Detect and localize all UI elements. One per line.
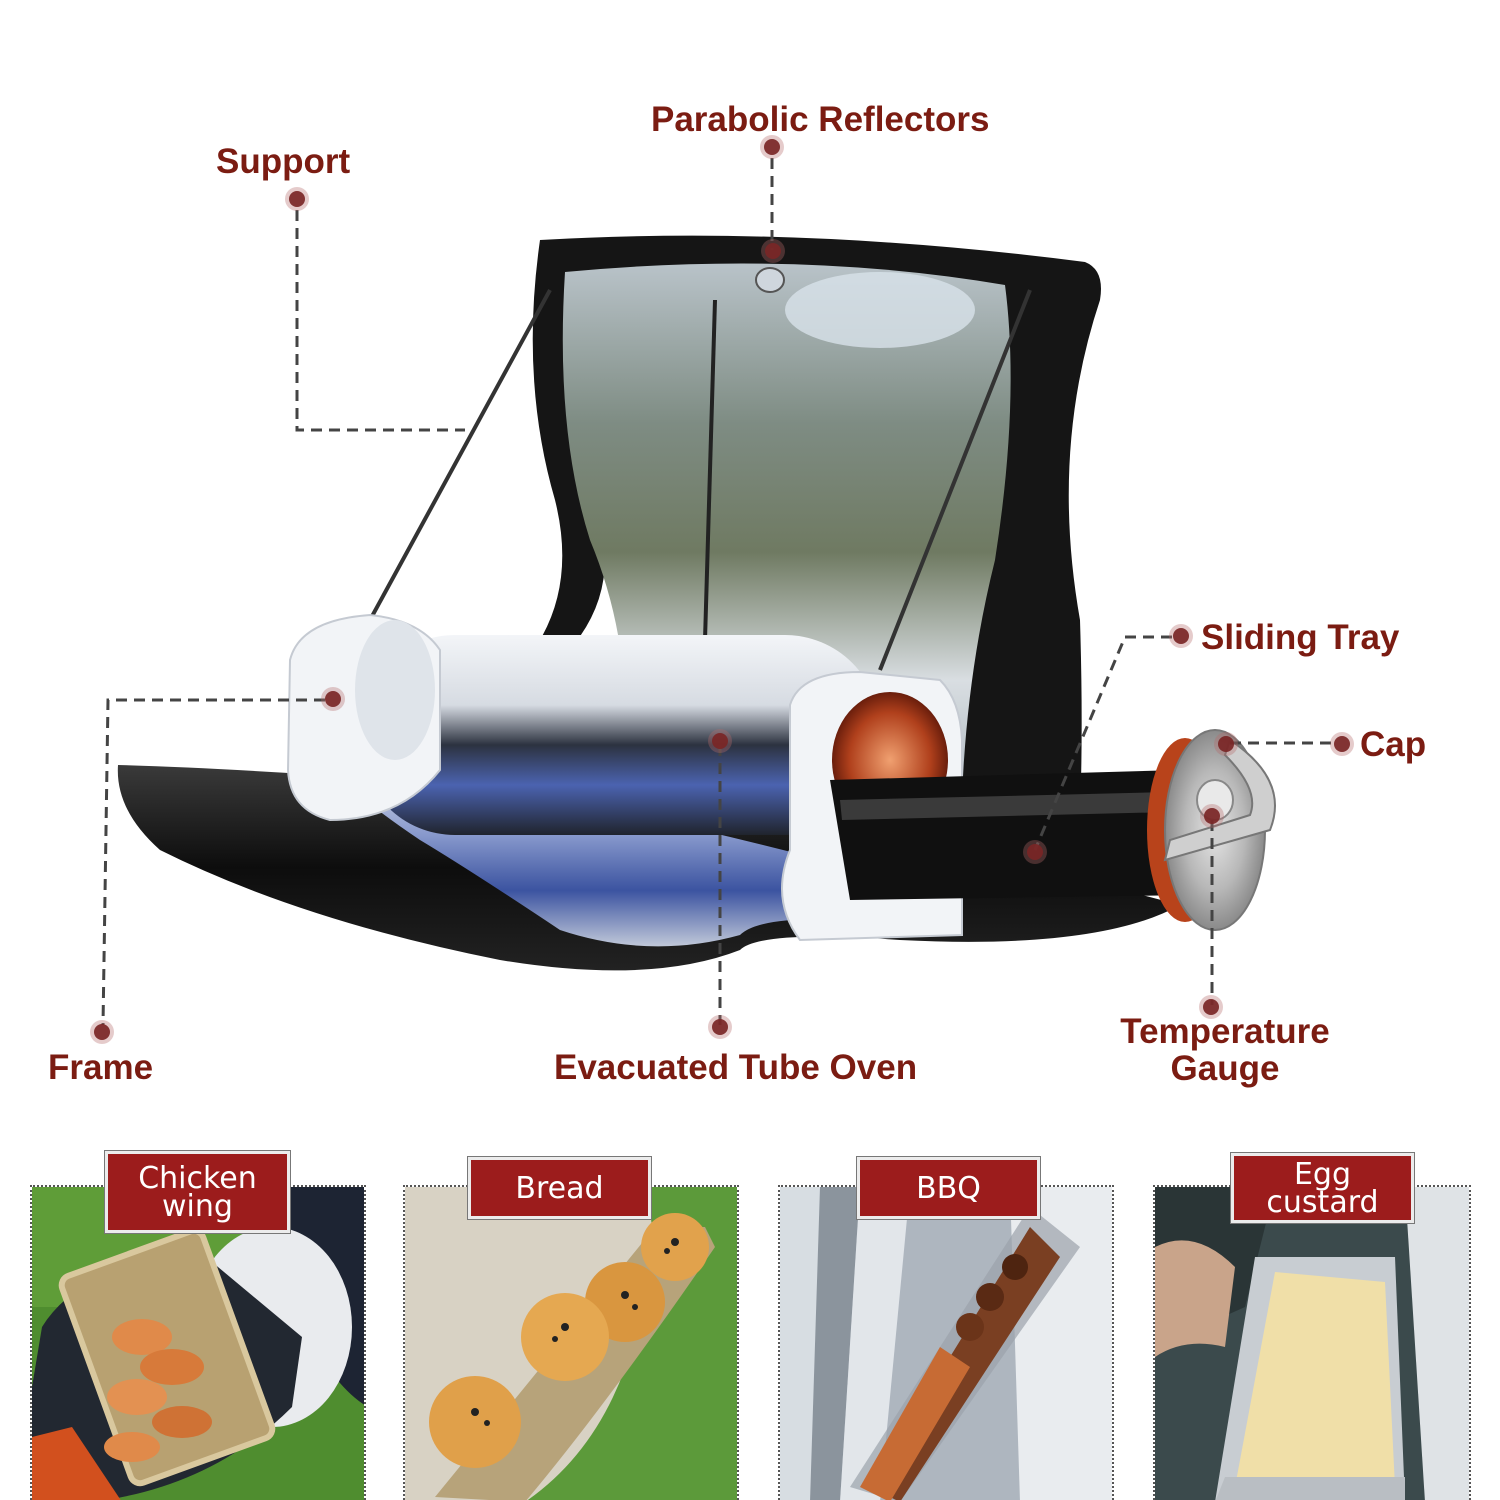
callout-dots <box>90 135 1354 1044</box>
support-rod-right <box>878 289 1032 671</box>
evacuated-tube <box>360 635 880 835</box>
bbq-image <box>780 1187 1112 1500</box>
label-cap: Cap <box>1360 725 1427 764</box>
tag-egg-custard: Egg custard <box>1231 1153 1414 1223</box>
leader-frame <box>101 698 325 1026</box>
support-rod-left <box>368 289 552 621</box>
dot-frame <box>94 1024 110 1040</box>
sliding-tray <box>830 770 1190 900</box>
dot-temperature-gauge <box>1203 999 1219 1015</box>
label-evacuated-tube-oven: Evacuated Tube Oven <box>554 1048 918 1087</box>
bread-image <box>405 1187 737 1500</box>
dot-sliding-tray <box>1173 628 1189 644</box>
callout-leaders <box>101 158 1335 1026</box>
chicken-wing-image <box>32 1187 364 1500</box>
tag-chicken-wing-line2: wing <box>162 1189 233 1224</box>
example-photo-bbq <box>778 1185 1114 1500</box>
dot-parabolic-reflectors <box>764 139 780 155</box>
example-photo-bread <box>403 1185 739 1500</box>
example-photo-egg-custard <box>1153 1185 1471 1500</box>
label-temperature-gauge-line1: Temperature <box>1120 1012 1330 1051</box>
egg-custard-image <box>1155 1187 1469 1500</box>
label-sliding-tray: Sliding Tray <box>1201 618 1400 657</box>
label-temperature-gauge: Temperature Gauge <box>1105 1013 1345 1087</box>
tag-egg-custard-line1: Egg <box>1293 1157 1352 1192</box>
dot-cap <box>1334 736 1350 752</box>
label-frame: Frame <box>48 1048 154 1087</box>
label-support: Support <box>216 142 351 181</box>
solar-cooker-illustration <box>117 235 1276 971</box>
tag-chicken-wing-line1: Chicken <box>138 1161 257 1196</box>
tag-bbq: BBQ <box>857 1157 1040 1219</box>
tag-bread: Bread <box>468 1157 651 1219</box>
dot-evacuated-tube-oven <box>712 1019 728 1035</box>
label-temperature-gauge-line2: Gauge <box>1170 1049 1280 1088</box>
tag-egg-custard-line2: custard <box>1266 1185 1379 1220</box>
tag-bbq-label: BBQ <box>916 1171 981 1206</box>
leader-sliding-tray <box>1033 635 1172 851</box>
tag-chicken-wing: Chicken wing <box>105 1151 290 1233</box>
label-parabolic-reflectors: Parabolic Reflectors <box>651 100 990 139</box>
leader-support <box>295 210 465 432</box>
tag-bread-label: Bread <box>515 1171 604 1206</box>
dot-support <box>289 191 305 207</box>
